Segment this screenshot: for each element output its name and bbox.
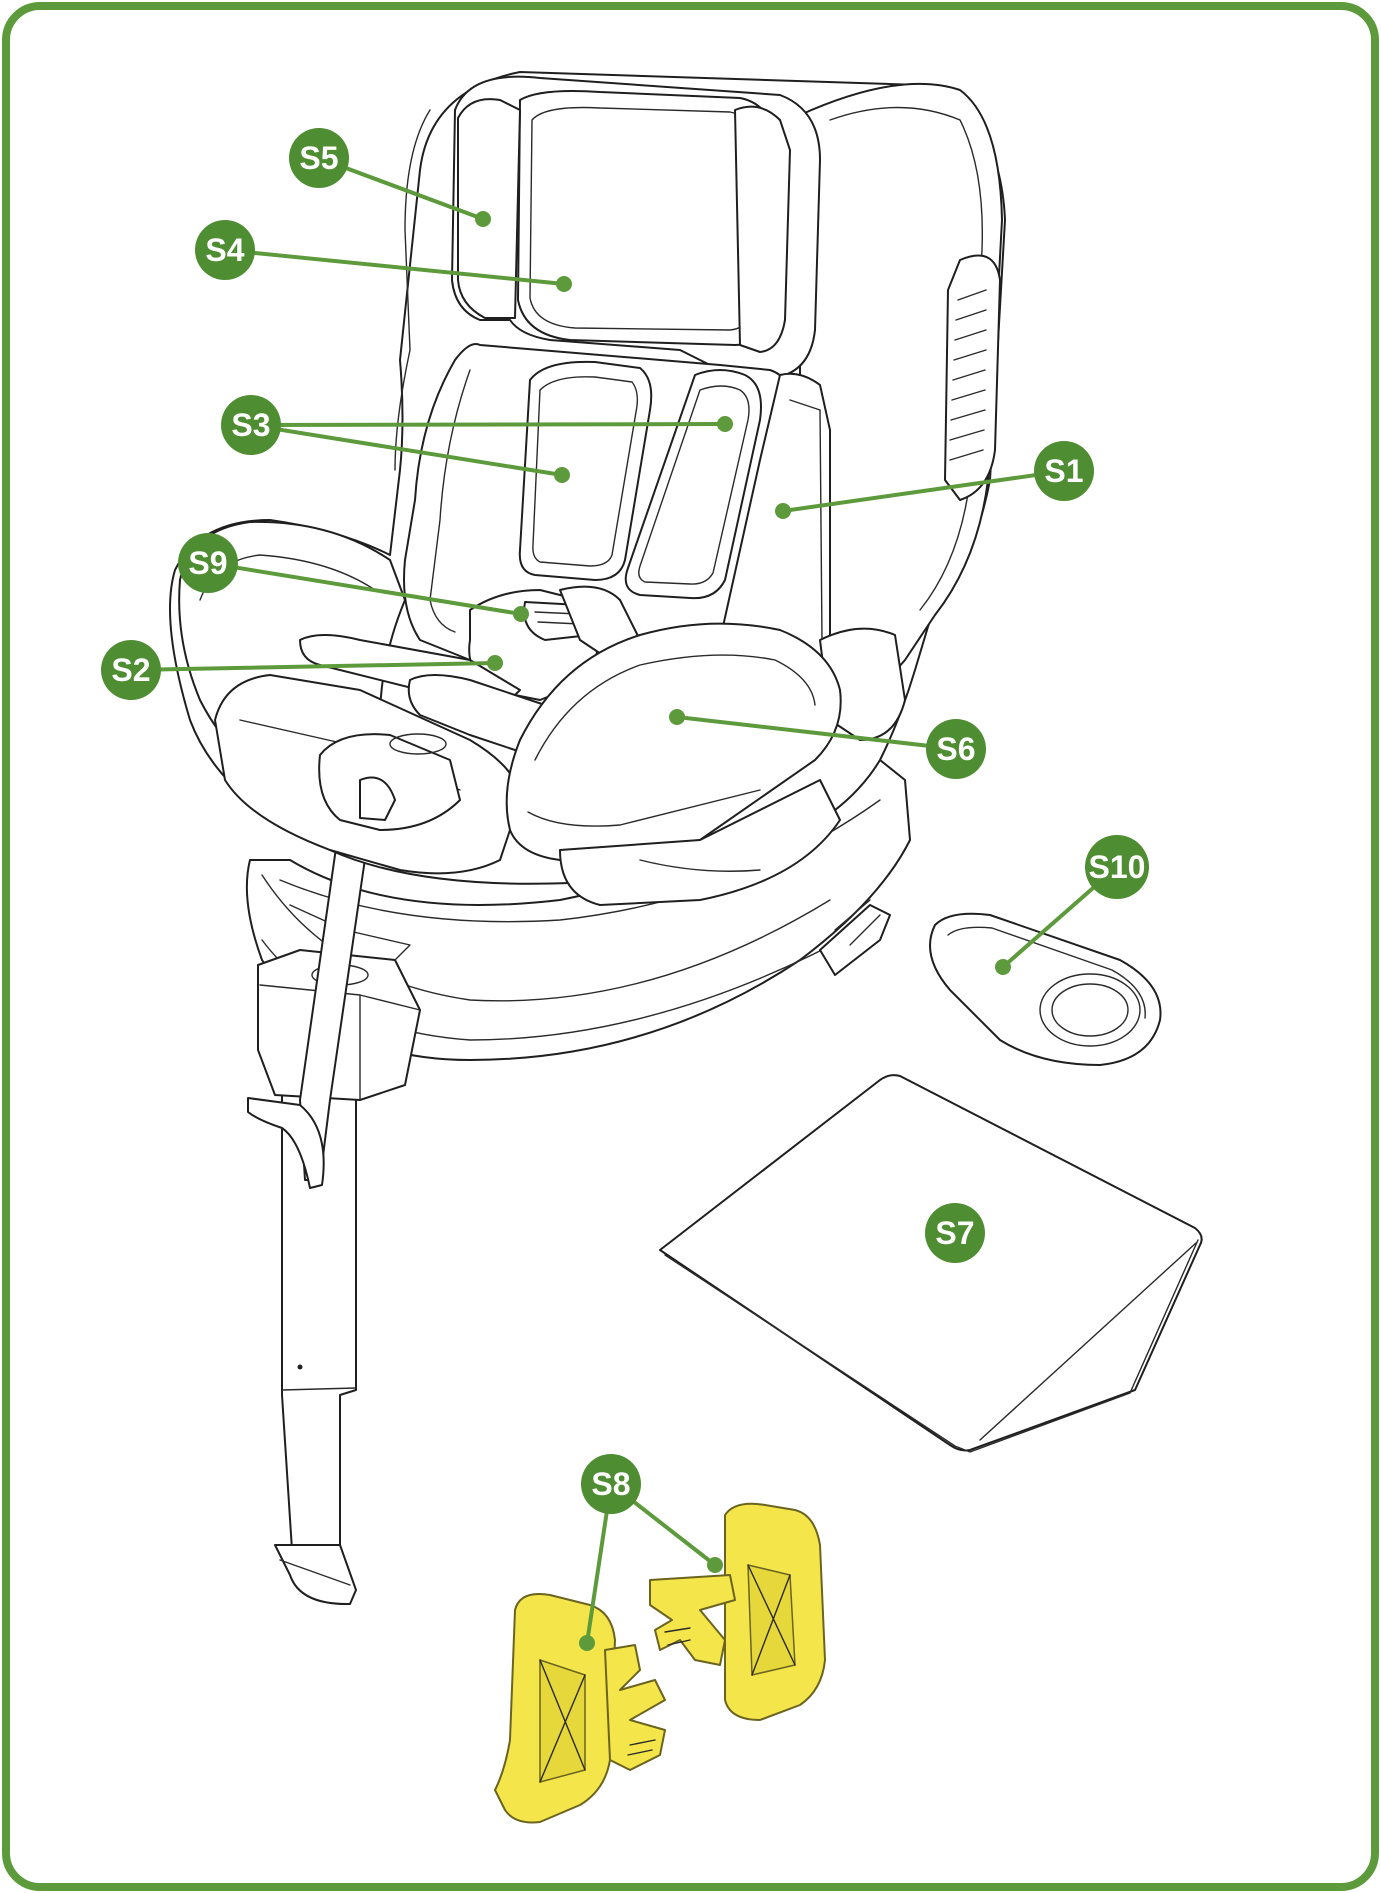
leader-dot-s5 (475, 211, 491, 227)
callout-s9: S9 (178, 533, 238, 593)
callout-s5-label: S5 (299, 140, 338, 176)
callout-s10-circle (1085, 835, 1149, 899)
leader-dot-s10 (995, 959, 1011, 975)
callout-s10-label: S10 (1089, 849, 1146, 885)
leader-dot-s8a (579, 1635, 595, 1651)
callout-s9-label: S9 (188, 545, 227, 581)
car-seat-illustration (169, 71, 1006, 1606)
callout-s3-label: S3 (231, 407, 270, 443)
leader-line-s1 (781, 469, 1066, 513)
callout-s4-label: S4 (205, 232, 244, 268)
callout-s6-circle (926, 719, 986, 779)
leader-line-s4 (223, 248, 566, 286)
leader-line-s2 (129, 661, 497, 672)
callout-s3-circle (221, 395, 281, 455)
callout-s10: S10 (1085, 835, 1149, 899)
leader-dot-s6 (669, 709, 685, 725)
callout-s7: S7 (925, 1203, 985, 1263)
callout-s5-circle (289, 128, 349, 188)
callout-s8: S8 (581, 1454, 641, 1514)
leader-dot-s3a (717, 416, 733, 432)
callout-s1-label: S1 (1044, 453, 1083, 489)
part-s10-pad (929, 912, 1162, 1066)
leader-line-s3b (249, 423, 564, 477)
callout-s1: S1 (1034, 441, 1094, 501)
leader-line-s6 (675, 715, 958, 751)
leader-dot-s8b (707, 1557, 723, 1573)
callout-s4-circle (195, 220, 255, 280)
leader-line-s9 (206, 561, 523, 616)
part-s8-brackets (494, 1502, 826, 1824)
side-wing (719, 372, 906, 741)
callout-s5: S5 (289, 128, 349, 188)
leader-dot-s4 (556, 276, 572, 292)
support-leg (274, 1094, 357, 1606)
leader-dot-s2 (487, 655, 503, 671)
callout-s4: S4 (195, 220, 255, 280)
callout-s6-label: S6 (936, 731, 975, 767)
leader-dot-s1 (775, 503, 791, 519)
leader-line-s3a (249, 422, 727, 427)
headrest (451, 75, 821, 379)
leader-dot-s9 (513, 606, 529, 622)
callout-s3: S3 (221, 395, 281, 455)
callout-s6: S6 (926, 719, 986, 779)
callout-badges: S1 S2 S3 S4 S5 S6 S7 S8 (101, 128, 1149, 1514)
front-bolster (505, 622, 842, 906)
callout-s1-circle (1034, 441, 1094, 501)
callout-s7-label: S7 (935, 1215, 974, 1251)
callout-s8-label: S8 (591, 1466, 630, 1502)
callout-s2-label: S2 (111, 652, 150, 688)
seat-cushion (178, 520, 521, 875)
callout-s9-circle (178, 533, 238, 593)
leader-dot-s3b (554, 467, 570, 483)
part-s7-wedge (659, 1074, 1203, 1453)
callout-s2: S2 (101, 640, 161, 700)
callout-s2-circle (101, 640, 161, 700)
callout-s7-circle (925, 1203, 985, 1263)
callout-s8-circle (581, 1454, 641, 1514)
